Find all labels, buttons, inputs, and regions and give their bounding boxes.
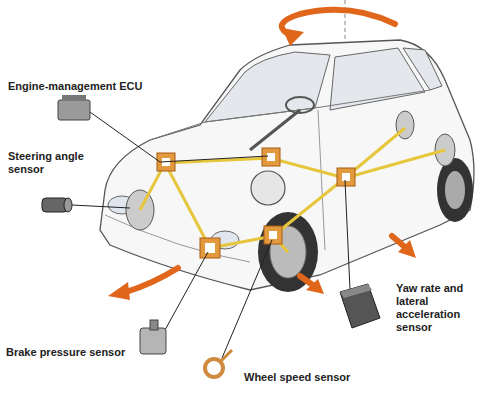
- ecu-icon: [58, 95, 90, 120]
- steering-sensor-icon: [42, 198, 72, 212]
- wire: [165, 163, 345, 248]
- leader-line: [72, 205, 130, 208]
- component-icon: [205, 243, 215, 253]
- component-icon: [267, 153, 275, 161]
- component-box: [262, 148, 280, 166]
- leader-lines: [72, 112, 350, 358]
- arrow-head: [398, 240, 416, 258]
- motion-arrows: [126, 10, 406, 292]
- brake-booster: [251, 171, 285, 205]
- sensor-port: [150, 320, 158, 330]
- part-label: Wheel speed sensor: [244, 371, 404, 384]
- wheel: [437, 158, 473, 222]
- wheel-rim: [445, 171, 465, 209]
- brake-pressure-icon: [140, 320, 166, 354]
- leader-line: [165, 252, 208, 330]
- sensor-body: [340, 284, 380, 328]
- car-body: [100, 40, 474, 290]
- part-label: Yaw rate and lateral acceleration sensor: [396, 282, 478, 334]
- part-label: Steering angle sensor: [8, 150, 93, 176]
- leader-line: [345, 180, 350, 290]
- windshield: [205, 52, 330, 122]
- sensor-top: [340, 284, 372, 298]
- motion-arrow: [300, 276, 314, 286]
- steering-wheel: [286, 97, 314, 113]
- leader-line: [222, 240, 272, 358]
- wheel-speed-icon: [205, 350, 232, 377]
- arrow-head: [306, 279, 324, 294]
- arrow-head: [108, 282, 130, 300]
- rear-window: [403, 48, 442, 90]
- motion-arrow: [126, 268, 178, 292]
- component-icon: [342, 173, 350, 181]
- ecu-body: [58, 100, 90, 120]
- component-icon: [269, 231, 277, 239]
- wheel-rim: [270, 226, 306, 278]
- door-line: [318, 110, 325, 250]
- part-label: Engine-management ECU: [8, 80, 168, 93]
- bumper-line: [105, 215, 250, 262]
- sensor-lead: [220, 350, 232, 362]
- component-boxes: [157, 148, 355, 258]
- leader-line: [160, 156, 268, 162]
- sensor-body: [140, 328, 166, 354]
- component-box: [200, 238, 220, 258]
- hood-line: [150, 90, 430, 140]
- arrow-head: [282, 28, 304, 46]
- yaw-sensor-icon: [340, 284, 380, 328]
- sensor-face: [64, 198, 72, 212]
- leader-line: [90, 112, 160, 162]
- component-box: [337, 168, 355, 186]
- wire: [345, 150, 445, 178]
- part-label: Brake pressure sensor: [6, 346, 146, 359]
- ecu-connector: [62, 95, 86, 101]
- component-box: [264, 226, 282, 244]
- wiring: [140, 128, 445, 252]
- steering-column: [250, 110, 300, 150]
